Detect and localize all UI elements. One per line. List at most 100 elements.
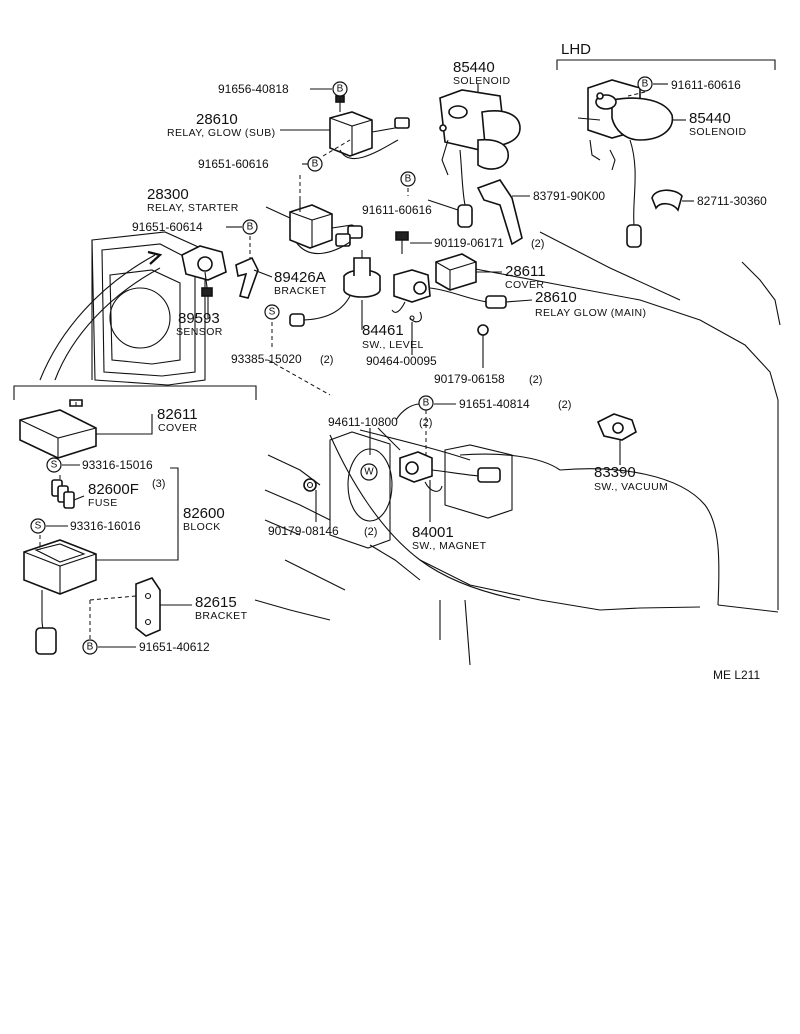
grille-panel	[39, 231, 206, 386]
lhd-bracket	[556, 59, 776, 70]
bolt-marker: B	[82, 639, 98, 655]
part-number: 82600F	[88, 481, 139, 498]
washer-marker: W	[360, 463, 378, 481]
part-name: SOLENOID	[689, 126, 746, 138]
diagram-code: ME L211	[713, 668, 760, 682]
bolt-marker: B	[242, 219, 258, 235]
part-number: 82615	[195, 594, 237, 611]
part-name: SW., MAGNET	[412, 540, 487, 552]
part-name: FUSE	[88, 497, 118, 509]
part-number: 90179-08146	[268, 524, 339, 538]
part-number: 84461	[362, 322, 404, 339]
part-number: 90464-00095	[366, 354, 437, 368]
part-name: RELAY GLOW (MAIN)	[535, 307, 646, 319]
part-number: 89426A	[274, 269, 326, 286]
relay-glow-main-drawing	[391, 269, 507, 313]
part-number: 84001	[412, 524, 454, 541]
svg-text:S: S	[51, 460, 58, 471]
bolt-marker: B	[418, 395, 434, 411]
part-number: 90119-06171	[434, 236, 504, 250]
leader-lines	[39, 83, 694, 648]
part-name: BRACKET	[274, 285, 327, 297]
part-number: 91651-60614	[132, 220, 203, 234]
part-name: COVER	[505, 279, 544, 291]
part-number: 91651-40814	[459, 397, 530, 411]
part-name: RELAY, STARTER	[147, 202, 239, 214]
part-name: RELAY, GLOW (SUB)	[167, 127, 276, 139]
part-name: SENSOR	[176, 326, 223, 338]
svg-text:B: B	[405, 174, 412, 185]
part-name: BRACKET	[195, 610, 248, 622]
grommet-90179-06158-drawing	[477, 324, 489, 336]
part-number: 28610	[535, 289, 577, 306]
svg-text:S: S	[269, 307, 276, 318]
part-name: SW., LEVEL	[362, 339, 424, 351]
part-qty: (2)	[531, 238, 544, 250]
wire-90464-drawing	[409, 311, 422, 323]
screw-marker: S	[30, 518, 46, 534]
part-name: COVER	[158, 422, 197, 434]
part-number: 90179-06158	[434, 372, 505, 386]
part-name: SOLENOID	[453, 75, 510, 87]
part-number: 91611-60616	[671, 78, 741, 92]
svg-text:B: B	[642, 79, 649, 90]
part-number: 82600	[183, 505, 225, 522]
solenoid-main-drawing	[439, 89, 521, 228]
fuse-82600f-drawing	[51, 479, 75, 509]
part-number: 94611-10800	[328, 415, 398, 429]
part-name: BLOCK	[183, 521, 221, 533]
part-number: 91651-40612	[139, 640, 210, 654]
bolt-90119-drawing	[395, 231, 409, 254]
part-name: SW., VACUUM	[594, 481, 668, 493]
screw-marker: S	[46, 457, 62, 473]
part-number: 82611	[157, 406, 198, 423]
part-number: 93316-15016	[82, 458, 153, 472]
cover-28611-drawing	[435, 253, 477, 291]
fender-outline	[254, 231, 781, 666]
part-number: 28610	[196, 111, 238, 128]
bracket-89426a-drawing	[235, 256, 259, 299]
part-number: 93385-15020	[231, 352, 302, 366]
svg-text:B: B	[312, 159, 319, 170]
part-qty: (3)	[152, 478, 165, 490]
part-qty: (2)	[320, 354, 333, 366]
switch-vacuum-drawing	[596, 413, 637, 441]
solenoid-lhd-drawing	[577, 79, 674, 248]
part-qty: (2)	[558, 399, 571, 411]
part-number: 89593	[178, 310, 220, 327]
svg-text:B: B	[423, 398, 430, 409]
part-number: 91611-60616	[362, 203, 432, 217]
cover-82611-drawing	[19, 399, 97, 459]
part-number: 93316-16016	[70, 519, 141, 533]
svg-text:B: B	[247, 222, 254, 233]
svg-text:S: S	[35, 521, 42, 532]
bolt-marker: B	[400, 171, 416, 187]
part-qty: (2)	[364, 526, 377, 538]
part-number: 28300	[147, 186, 189, 203]
part-number: 85440	[453, 59, 495, 76]
lhd-label: LHD	[561, 41, 591, 58]
bolt-marker: B	[637, 76, 653, 92]
bolt-marker: B	[332, 81, 348, 97]
block-82600-drawing	[23, 539, 97, 655]
bracket-82615-drawing	[135, 577, 161, 637]
svg-text:B: B	[337, 84, 344, 95]
switch-level-drawing	[289, 250, 381, 327]
switch-magnet-drawing	[399, 451, 501, 492]
screw-marker: S	[264, 304, 280, 320]
svg-text:W: W	[364, 467, 374, 478]
svg-text:B: B	[87, 642, 94, 653]
clamp-82711-drawing	[651, 189, 683, 212]
bracket-83791-drawing	[476, 179, 523, 246]
part-number: 91656-40818	[218, 82, 289, 96]
part-number: 82711-30360	[697, 194, 767, 208]
part-number: 85440	[689, 110, 731, 127]
part-qty: (2)	[529, 374, 542, 386]
relay-glow-sub-drawing	[329, 95, 410, 160]
fuse-block-bracket	[13, 385, 257, 400]
part-number: 83791-90K00	[533, 189, 605, 203]
part-number: 83390	[594, 464, 636, 481]
part-number: 28611	[505, 263, 546, 280]
part-number: 91651-60616	[198, 157, 269, 171]
